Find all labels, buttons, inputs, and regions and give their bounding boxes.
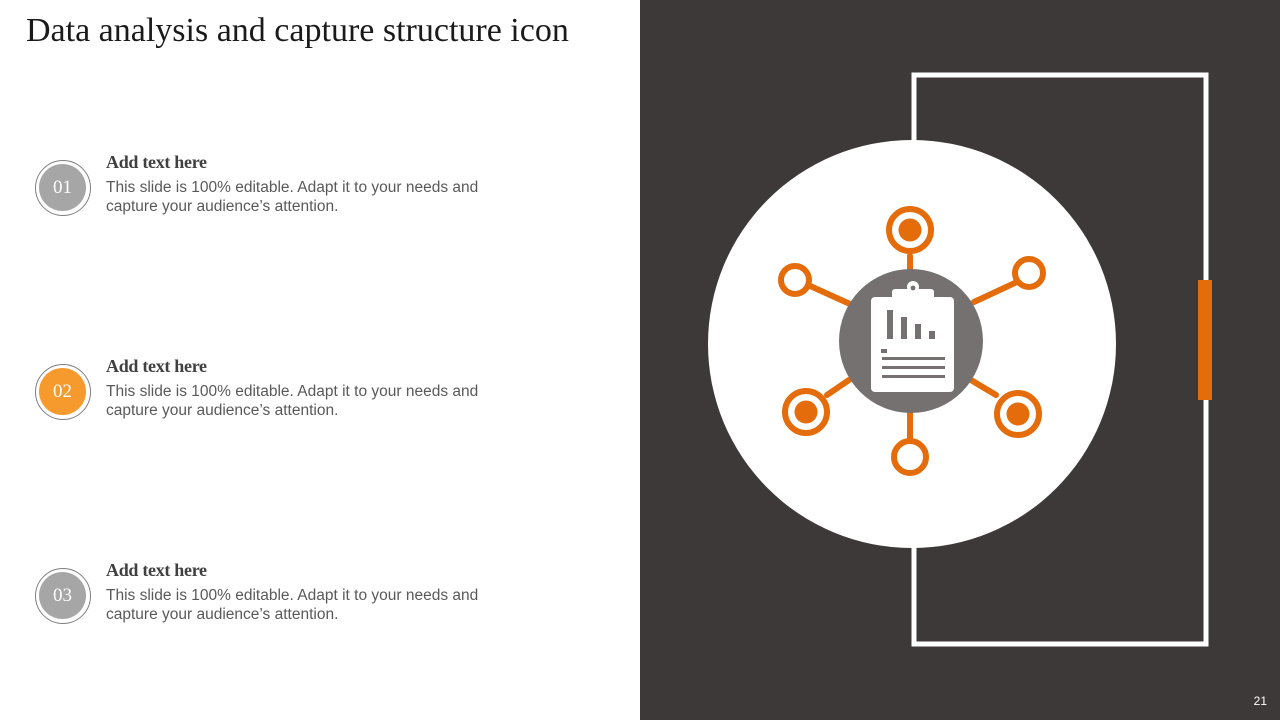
connector-line — [805, 282, 853, 307]
bar-chart-icon — [887, 310, 935, 339]
item-number: 02 — [53, 380, 72, 402]
number-badge: 02 — [35, 364, 91, 420]
network-node — [778, 263, 812, 297]
accent-bar — [1198, 280, 1212, 400]
connector-line — [971, 279, 1020, 305]
data-network-clipboard-icon — [778, 206, 1046, 476]
network-node — [994, 390, 1042, 438]
item-number: 03 — [53, 584, 72, 606]
network-nodes — [778, 206, 1046, 476]
illustration — [640, 0, 1280, 720]
network-node — [782, 388, 830, 436]
network-node — [886, 206, 934, 254]
text-lines-icon — [881, 349, 945, 378]
number-badge-fill: 03 — [39, 572, 86, 619]
number-badge-fill: 01 — [39, 164, 86, 211]
clipboard-icon — [871, 281, 954, 392]
number-badge: 03 — [35, 568, 91, 624]
item-number: 01 — [53, 176, 72, 198]
item-body: This slide is 100% editable. Adapt it to… — [106, 587, 479, 623]
connector-line — [824, 377, 852, 398]
right-panel: 21 — [640, 0, 1280, 720]
item-body: This slide is 100% editable. Adapt it to… — [106, 179, 479, 215]
connector-lines — [805, 253, 1020, 442]
slide-title: Data analysis and capture structure icon — [26, 12, 569, 49]
network-node — [1012, 256, 1046, 290]
list-item: 03 Add text here This slide is 100% edit… — [0, 560, 620, 648]
list-item: 02 Add text here This slide is 100% edit… — [0, 356, 620, 444]
item-heading: Add text here — [106, 152, 207, 172]
item-body: This slide is 100% editable. Adapt it to… — [106, 383, 479, 419]
item-heading: Add text here — [106, 356, 207, 376]
item-heading: Add text here — [106, 560, 207, 580]
page-number: 21 — [1253, 694, 1267, 708]
connector-line — [968, 377, 999, 398]
network-node — [891, 438, 929, 476]
number-badge-fill: 02 — [39, 368, 86, 415]
number-badge: 01 — [35, 160, 91, 216]
list-item: 01 Add text here This slide is 100% edit… — [0, 152, 620, 240]
